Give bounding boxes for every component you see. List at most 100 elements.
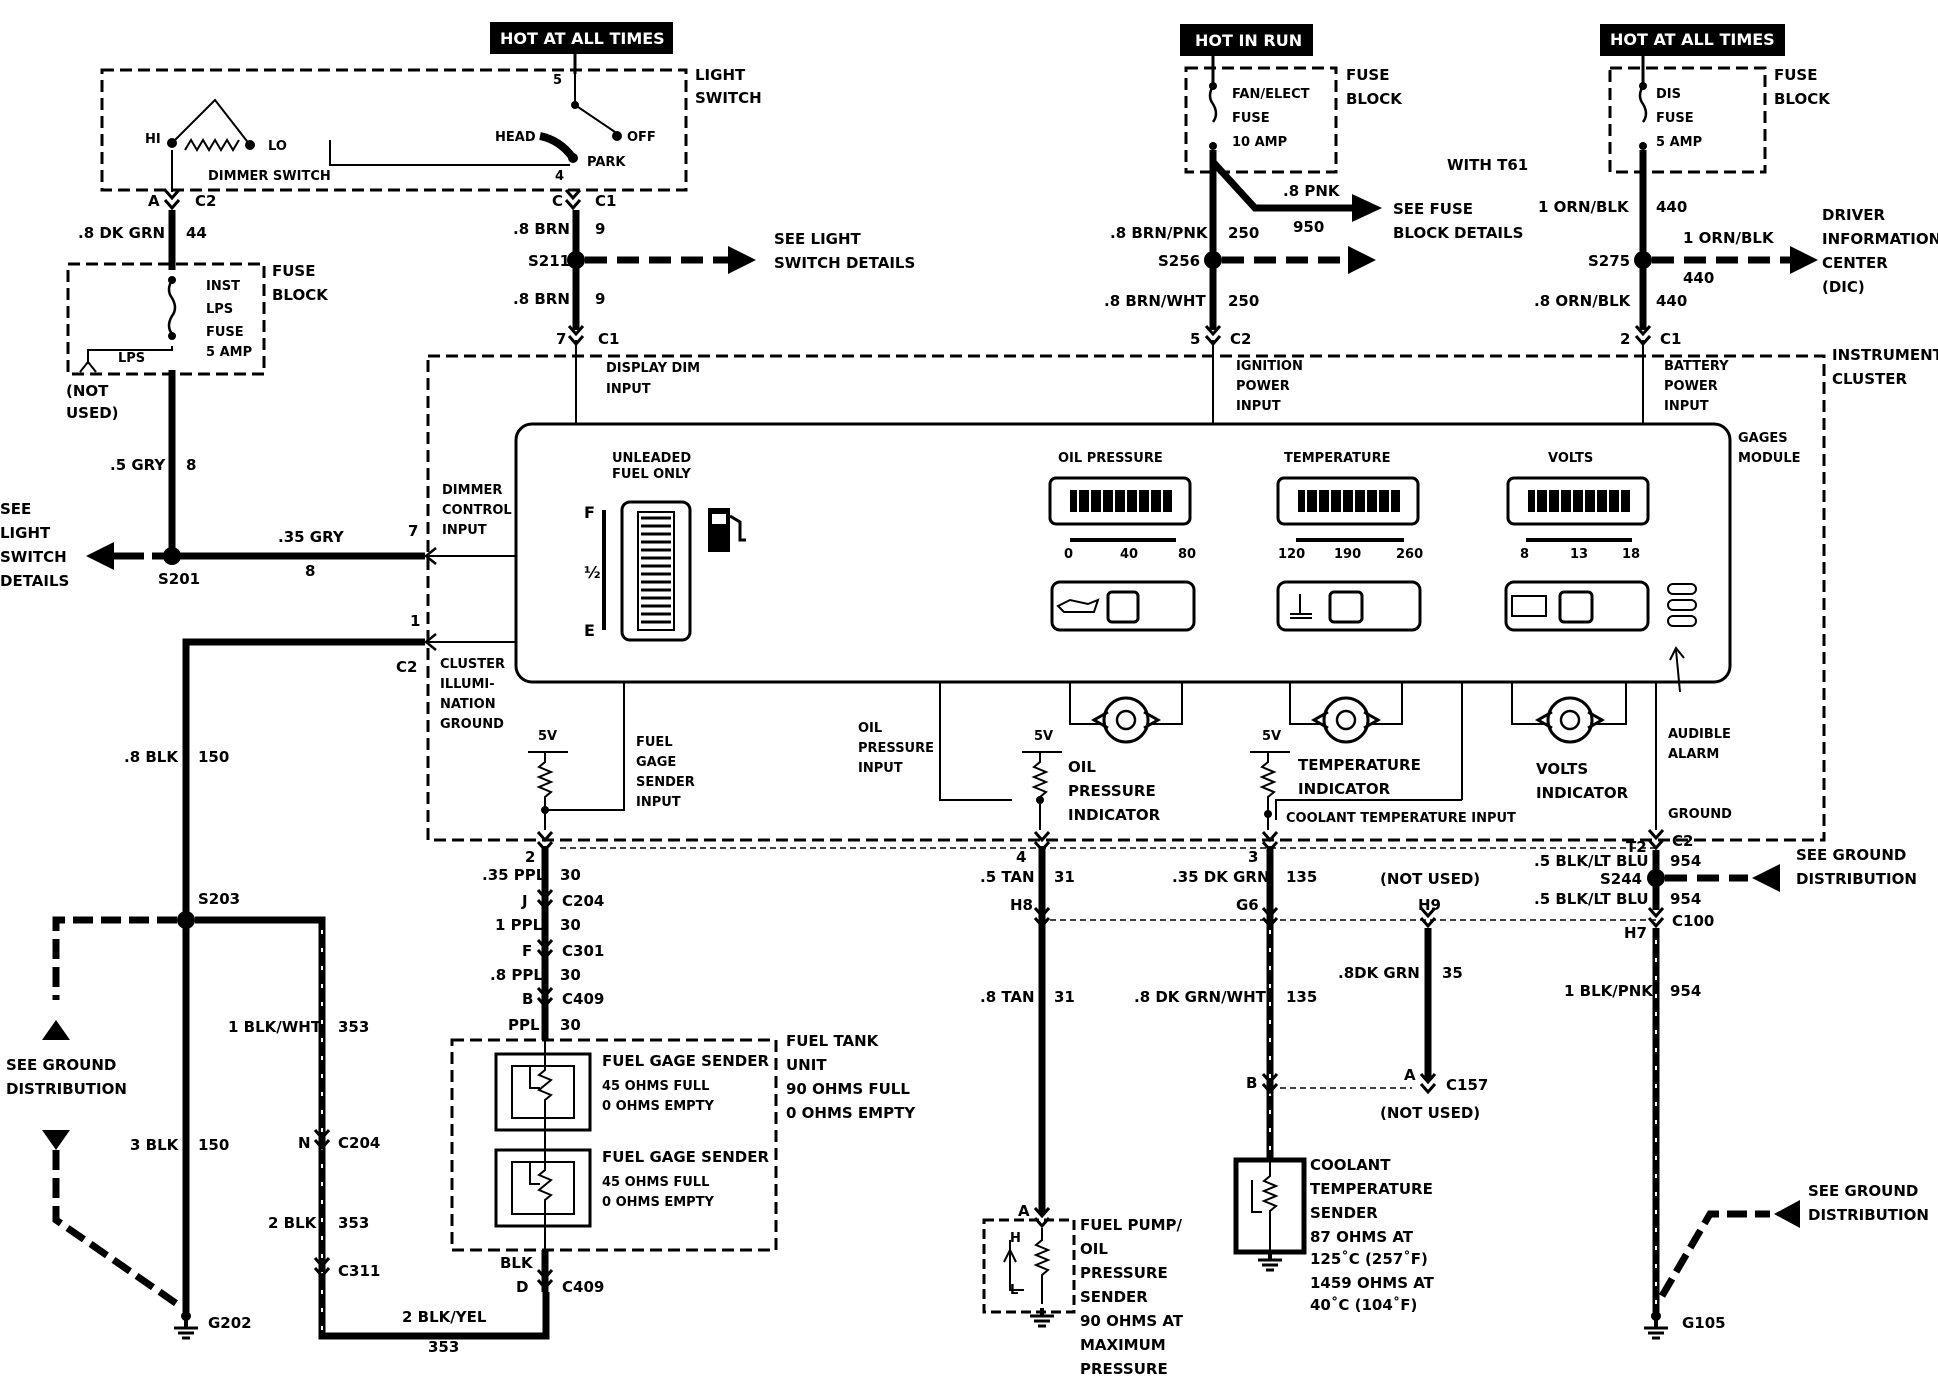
temperature-indicator-1: TEMPERATURE (1298, 756, 1421, 774)
fuse-block-mid-1: FUSE (1346, 66, 1389, 84)
dic-label-4: (DIC) (1822, 278, 1865, 296)
wire-orn-blk-top-circuit: 440 (1656, 198, 1687, 216)
gages-module-box (514, 422, 1732, 684)
splice-s244: S244 (1600, 870, 1642, 888)
hot-at-all-times-left: HOT AT ALL TIMES (500, 29, 665, 48)
fuse-block-left-1: FUSE (272, 262, 315, 280)
light-switch-box (100, 68, 688, 192)
wire-brn-top-circuit: 9 (595, 220, 605, 238)
oil-pressure-input-2: PRESSURE (858, 741, 934, 756)
oil-sender-7: PRESSURE (1080, 1360, 1168, 1376)
dic-label-1: DRIVER (1822, 206, 1885, 224)
wire-blk-fuel: BLK (500, 1254, 534, 1272)
head-label: HEAD (495, 130, 536, 145)
not-used-h9: (NOT USED) (1380, 870, 1480, 888)
wire-blk-yel-circuit: 353 (428, 1338, 459, 1356)
oil-pressure-title: OIL PRESSURE (1058, 451, 1163, 466)
ignition-input-3: INPUT (1236, 399, 1281, 414)
pin-4-oil: 4 (1016, 848, 1026, 866)
wire-blk-3-circuit: 150 (198, 1136, 229, 1154)
conn-c2-ign: C2 (1230, 330, 1251, 348)
wire-blk-2-circuit: 353 (338, 1214, 369, 1232)
wire-ppl-circuit: 30 (560, 1016, 581, 1034)
pin-j: J (521, 892, 528, 910)
fuse-block-left-2: BLOCK (272, 286, 329, 304)
see-light-switch-2: LIGHT (0, 524, 51, 542)
coolant-sender-4: 87 OHMS AT (1310, 1228, 1414, 1246)
wire-ppl-1: 1 PPL (495, 916, 543, 934)
pin-f: F (522, 942, 532, 960)
pin-a: A (148, 192, 160, 210)
fuel-tank-unit-4: 0 OHMS EMPTY (786, 1104, 916, 1122)
battery-icon (1511, 595, 1547, 617)
conn-c204-fuel: C204 (562, 892, 604, 910)
splice-s256: S256 (1158, 252, 1200, 270)
temperature-title: TEMPERATURE (1284, 451, 1390, 466)
coolant-sender-1: COOLANT (1310, 1156, 1391, 1174)
see-light-switch-4: DETAILS (0, 572, 69, 590)
fuel-gage-sender-b-title: FUEL GAGE SENDER (602, 1148, 769, 1166)
wire-ppl-8-circuit: 30 (560, 966, 581, 984)
battery-input-1: BATTERY (1664, 359, 1729, 374)
see-fuse-block-2: BLOCK DETAILS (1393, 224, 1523, 242)
pin-7-c1: 7 (556, 330, 566, 348)
gages-module-1: GAGES (1738, 431, 1788, 446)
pos-4: 4 (555, 169, 564, 184)
wire-gry-35-circuit: 8 (305, 562, 315, 580)
oil-warning-lamp (1050, 580, 1196, 632)
temperature-display (1276, 476, 1420, 526)
audible-alarm-2: ALARM (1668, 747, 1719, 762)
fuel-tank-unit-3: 90 OHMS FULL (786, 1080, 910, 1098)
splice-s201: S201 (158, 570, 200, 588)
volts-indicator-2: INDICATOR (1536, 784, 1629, 802)
conn-c311: C311 (338, 1262, 380, 1280)
ignition-input-2: POWER (1236, 379, 1290, 394)
fuel-sender-input-3: SENDER (636, 775, 695, 790)
pin-c: C (552, 192, 563, 210)
wire-blk-ltblu-top: .5 BLK/LT BLU (1534, 852, 1649, 870)
wire-orn-blk-top: 1 ORN/BLK (1538, 198, 1630, 216)
wire-blk-ltblu-bottom: .5 BLK/LT BLU (1534, 890, 1649, 908)
fuel-sender-input-2: GAGE (636, 755, 676, 770)
ground-g105: G105 (1682, 1314, 1726, 1332)
pin-a-oil: A (1018, 1202, 1030, 1220)
fuel-gage-sender-b-2: 0 OHMS EMPTY (602, 1195, 715, 1210)
conn-c409-top: C409 (562, 990, 604, 1008)
fan-elect-fuse-box (1184, 66, 1338, 174)
oil-pressure-input-1: OIL (858, 721, 882, 736)
wire-tan-8: .8 TAN (980, 988, 1035, 1006)
volt-tick-13: 13 (1570, 547, 1588, 562)
wire-orn-blk-dic: 1 ORN/BLK (1683, 229, 1775, 247)
volts-warning-lamp (1504, 580, 1650, 632)
alarm-slots-icon (1667, 583, 1697, 627)
instrument-cluster-box (426, 354, 1826, 842)
fan-elect-fuse-1: FAN/ELECT (1232, 87, 1310, 102)
temp-warning-lamp (1276, 580, 1422, 632)
fuel-tank-unit-2: UNIT (786, 1056, 827, 1074)
conn-c409-bottom: C409 (562, 1278, 604, 1296)
oil-tick-80: 80 (1178, 547, 1196, 562)
pin-2-fuel: 2 (525, 848, 535, 866)
inst-fuse-box (66, 262, 266, 376)
splice-s211: S211 (528, 252, 570, 270)
see-light-switch-details-2: SWITCH DETAILS (774, 254, 915, 272)
thermometer-icon (1290, 594, 1312, 619)
hot-at-all-times-left-banner (490, 22, 673, 54)
pin-7-dimmer: 7 (408, 522, 418, 540)
conn-c1-dis: C1 (1660, 330, 1681, 348)
pin-3-temp: 3 (1248, 848, 1258, 866)
wire-pnk: .8 PNK (1283, 182, 1341, 200)
fan-elect-fuse-2: FUSE (1232, 111, 1270, 126)
fuel-gage-sender-a-1: 45 OHMS FULL (602, 1079, 709, 1094)
wire-blk-8: .8 BLK (124, 748, 179, 766)
oil-tick-0: 0 (1064, 547, 1073, 562)
oil-indicator-2: PRESSURE (1068, 782, 1156, 800)
conn-c301: C301 (562, 942, 604, 960)
dis-fuse-box (1608, 66, 1767, 174)
wire-brn-top: .8 BRN (513, 220, 570, 238)
inst-fuse-name-1: INST (206, 279, 240, 294)
coolant-sender-2: TEMPERATURE (1310, 1180, 1433, 1198)
oil-can-icon (1056, 598, 1100, 613)
volts-display (1506, 476, 1650, 526)
pin-5-c2: 5 (1190, 330, 1200, 348)
